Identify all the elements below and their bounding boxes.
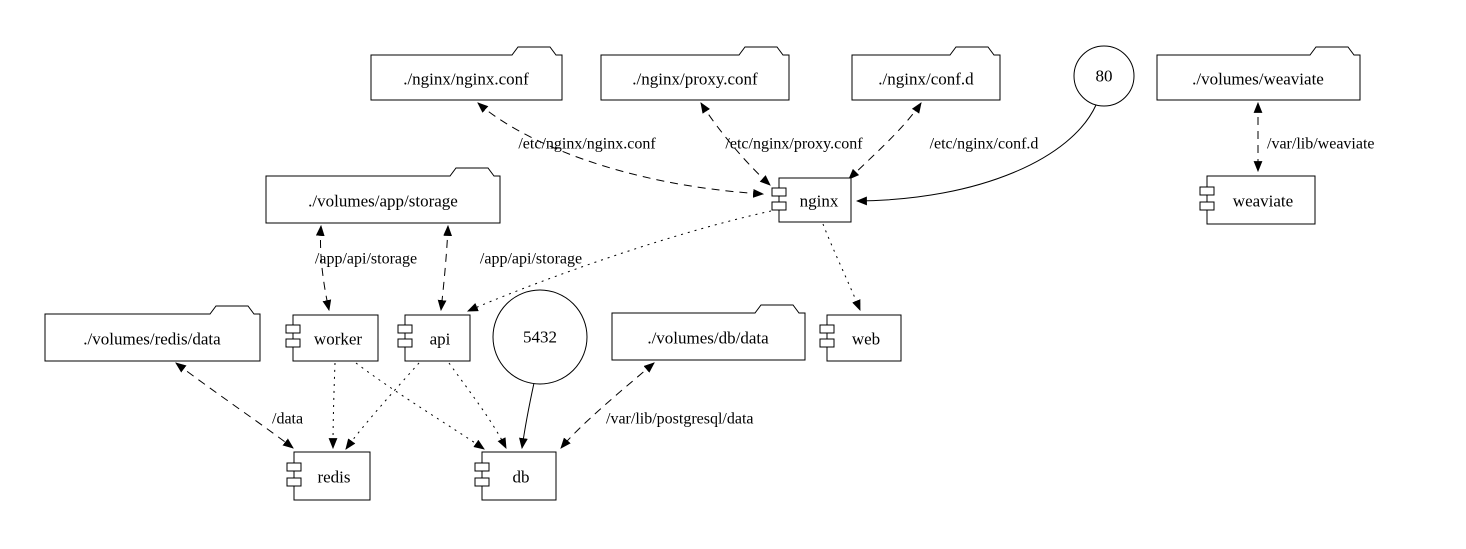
component-tab-icon <box>771 201 787 211</box>
node-db-data-volume: ./volumes/db/data <box>611 304 806 361</box>
edge-label-db-mount: /var/lib/postgresql/data <box>606 411 754 428</box>
edge-label-conf-d-mount: /etc/nginx/conf.d <box>930 136 1039 153</box>
edge-worker-redis <box>328 362 338 450</box>
component-tab-icon <box>1199 186 1215 196</box>
edge-nginxconf-nginx <box>477 102 765 198</box>
node-label: ./volumes/db/data <box>647 329 769 348</box>
component-tab-icon <box>286 462 302 472</box>
node-conf-d-volume: ./nginx/conf.d <box>851 46 1001 101</box>
component-body <box>778 177 852 223</box>
node-label: api <box>430 330 451 349</box>
node-label: db <box>513 468 530 487</box>
component-body <box>826 314 902 362</box>
folder-icon <box>265 167 501 224</box>
node-service-web: web <box>819 314 902 362</box>
node-label: ./volumes/app/storage <box>308 192 458 211</box>
edges-layer <box>175 101 1263 450</box>
component-tab-icon <box>771 187 787 197</box>
component-tab-icon <box>285 338 301 348</box>
node-label: ./volumes/weaviate <box>1192 70 1324 89</box>
component-body <box>481 451 557 501</box>
node-label: ./nginx/proxy.conf <box>632 70 758 89</box>
node-app-storage-volume: ./volumes/app/storage <box>265 167 501 224</box>
edge-redisdata-redis <box>175 362 294 449</box>
node-label: ./volumes/redis/data <box>83 330 221 349</box>
node-label: web <box>852 330 880 349</box>
node-port-5432: 5432 <box>492 289 588 385</box>
edge-port5432-db <box>519 382 535 450</box>
component-tab-icon <box>474 462 490 472</box>
component-body <box>1206 175 1316 225</box>
node-label: 80 <box>1096 67 1113 86</box>
node-nginx-conf-volume: ./nginx/nginx.conf <box>370 46 563 101</box>
edge-label-proxy-conf-mount: /etc/nginx/proxy.conf <box>725 136 863 153</box>
edge-port80-nginx <box>855 104 1097 206</box>
folder-icon <box>611 304 806 361</box>
port-circle-icon <box>492 289 588 385</box>
folder-icon <box>370 46 563 101</box>
node-label: worker <box>314 330 362 349</box>
edge-labels-layer: /etc/nginx/nginx.conf /etc/nginx/proxy.c… <box>272 136 1375 428</box>
component-tab-icon <box>285 324 301 334</box>
component-body <box>292 314 379 362</box>
node-proxy-conf-volume: ./nginx/proxy.conf <box>600 46 790 101</box>
node-label: ./nginx/conf.d <box>878 70 974 89</box>
port-circle-icon <box>1073 45 1135 107</box>
node-label: 5432 <box>523 328 557 347</box>
component-tab-icon <box>397 324 413 334</box>
edge-worker-db <box>355 362 485 450</box>
node-label: ./nginx/nginx.conf <box>403 70 529 89</box>
component-body <box>293 451 371 501</box>
component-tab-icon <box>286 477 302 487</box>
component-tab-icon <box>819 338 835 348</box>
node-service-weaviate: weaviate <box>1199 175 1316 225</box>
node-label: nginx <box>800 192 839 211</box>
node-service-db: db <box>474 451 557 501</box>
folder-icon <box>600 46 790 101</box>
component-body <box>404 314 471 362</box>
node-label: redis <box>317 468 350 487</box>
node-service-worker: worker <box>285 314 379 362</box>
edge-api-db <box>448 362 507 449</box>
edge-api-redis <box>345 362 420 450</box>
edge-label-nginx-conf-mount: /etc/nginx/nginx.conf <box>518 136 656 153</box>
component-tab-icon <box>819 324 835 334</box>
folder-icon <box>851 46 1001 101</box>
folder-icon <box>44 305 261 362</box>
edge-label-worker-storage-mount: /app/api/storage <box>315 251 417 268</box>
component-tab-icon <box>397 338 413 348</box>
node-label: weaviate <box>1233 192 1293 211</box>
node-port-80: 80 <box>1073 45 1135 107</box>
edge-label-api-storage-mount: /app/api/storage <box>480 251 582 268</box>
folder-icon <box>1156 46 1361 101</box>
edge-nginx-web <box>822 223 861 312</box>
edge-dbdata-db <box>560 362 655 449</box>
edge-appstorage-api <box>437 224 453 312</box>
node-redis-data-volume: ./volumes/redis/data <box>44 305 261 362</box>
edge-label-weaviate-mount: /var/lib/weaviate <box>1267 136 1375 153</box>
component-tab-icon <box>474 477 490 487</box>
node-service-nginx: nginx <box>771 177 852 223</box>
node-volumes-weaviate: ./volumes/weaviate <box>1156 46 1361 101</box>
node-service-api: api <box>397 314 471 362</box>
node-service-redis: redis <box>286 451 371 501</box>
edge-appstorage-worker <box>315 224 332 312</box>
edge-label-redis-mount: /data <box>272 411 303 428</box>
component-tab-icon <box>1199 201 1215 211</box>
